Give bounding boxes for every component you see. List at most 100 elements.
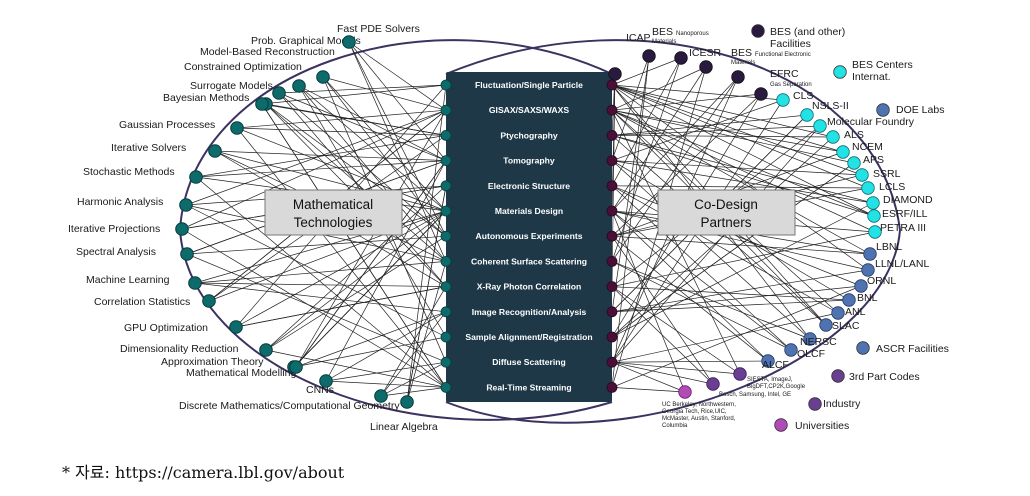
math-method-label: Dimensionality Reduction — [120, 343, 239, 355]
math-link — [265, 235, 447, 351]
math-link — [185, 109, 447, 206]
topic-label: Real-Time Streaming — [486, 382, 571, 392]
math-link — [295, 160, 447, 368]
topic-left-port — [440, 205, 452, 217]
partner-link — [611, 235, 871, 255]
facility-node — [813, 119, 827, 133]
lab-node — [761, 354, 775, 368]
partner-link — [611, 76, 739, 262]
partner-link — [611, 210, 869, 271]
legend-universities: Universities — [795, 420, 849, 432]
topic-panel — [446, 72, 612, 402]
partner-link — [611, 361, 741, 375]
partner-link — [611, 387, 686, 393]
partner-link — [611, 125, 821, 136]
facility-petra3: PETRA III — [880, 222, 926, 234]
partner-link — [611, 185, 869, 189]
topic-right-port — [606, 155, 618, 167]
math-link — [406, 84, 447, 403]
bes-node — [731, 70, 745, 84]
math-link — [195, 160, 447, 178]
facility-node — [836, 145, 850, 159]
math-node — [374, 389, 388, 403]
topic-left-port — [440, 155, 452, 167]
bes-node — [608, 67, 622, 81]
partner-link — [611, 210, 792, 351]
partner-link — [611, 135, 874, 204]
lab-slac: SLAC — [832, 320, 860, 332]
universities-line4: Columbia — [662, 423, 688, 429]
topic-left-port — [440, 129, 452, 141]
icesr-label: ICESR — [689, 47, 722, 59]
partner-link — [611, 202, 874, 338]
partner-link — [611, 109, 871, 255]
lab-olcf: OLCF — [797, 348, 825, 360]
source-caption: * 자료: https://camera.lbl.gov/about — [62, 463, 345, 482]
university-node — [678, 385, 692, 399]
legend-industry-dot — [808, 397, 822, 411]
topic-right-port — [606, 205, 618, 217]
math-link — [325, 380, 447, 388]
topic-left-port — [440, 381, 452, 393]
math-node — [259, 343, 273, 357]
partner-link — [611, 312, 839, 363]
math-method-label: Iterative Solvers — [111, 142, 186, 154]
partners-box-line2: Partners — [700, 215, 751, 230]
math-node — [175, 222, 189, 236]
math-link — [195, 135, 447, 178]
math-method-label: Spectral Analysis — [76, 246, 156, 258]
bes-functional-label: BES — [731, 47, 752, 59]
legend-bes-line1: BES (and other) — [770, 26, 845, 38]
partner-link — [611, 84, 869, 189]
partner-link — [611, 84, 844, 153]
partner-link — [611, 361, 714, 385]
facility-diamond: DIAMOND — [883, 194, 933, 206]
legend-bes-line2: Facilities — [770, 38, 811, 50]
facility-ssrl: SSRL — [873, 168, 901, 180]
topic-right-port — [606, 356, 618, 368]
math-link — [235, 210, 447, 328]
math-method-label: Machine Learning — [86, 274, 170, 286]
partner-link — [611, 135, 834, 138]
bes-node — [642, 49, 656, 63]
topic-left-port — [440, 104, 452, 116]
partner-link — [611, 57, 682, 86]
bes-node — [699, 60, 713, 74]
third-party-node — [706, 377, 720, 391]
partner-link — [611, 286, 850, 301]
partner-link — [611, 361, 686, 393]
lab-node — [863, 247, 877, 261]
math-method-label: Linear Algebra — [370, 421, 438, 433]
math-node — [400, 395, 414, 409]
partner-link — [611, 285, 862, 313]
math-link — [325, 160, 447, 382]
topic-right-port — [606, 281, 618, 293]
topic-label: Tomography — [503, 156, 555, 166]
math-node — [208, 144, 222, 158]
legend-ascr-dot — [856, 341, 870, 355]
topic-right-port — [606, 104, 618, 116]
partners-box-line1: Co-Design — [694, 197, 758, 212]
lab-node — [784, 343, 798, 357]
math-method-label: Discrete Mathematics/Computational Geome… — [179, 400, 400, 412]
partner-link — [611, 84, 834, 138]
lab-node — [803, 332, 817, 346]
math-link — [406, 261, 447, 403]
math-method-label: Harmonic Analysis — [77, 196, 163, 208]
math-link — [194, 261, 447, 284]
math-link — [194, 282, 447, 287]
partner-link — [611, 57, 682, 262]
bes-node — [674, 51, 688, 65]
legend-industry: Industry — [823, 398, 861, 410]
topic-label: Materials Design — [495, 206, 563, 216]
math-link — [236, 127, 447, 136]
partner-link — [611, 84, 875, 217]
math-method-label: Model-Based Reconstruction — [200, 46, 335, 58]
math-node — [255, 97, 269, 111]
math-box-line1: Mathematical — [293, 197, 373, 212]
math-node — [189, 170, 203, 184]
partner-link — [611, 185, 862, 287]
math-link — [235, 286, 447, 328]
